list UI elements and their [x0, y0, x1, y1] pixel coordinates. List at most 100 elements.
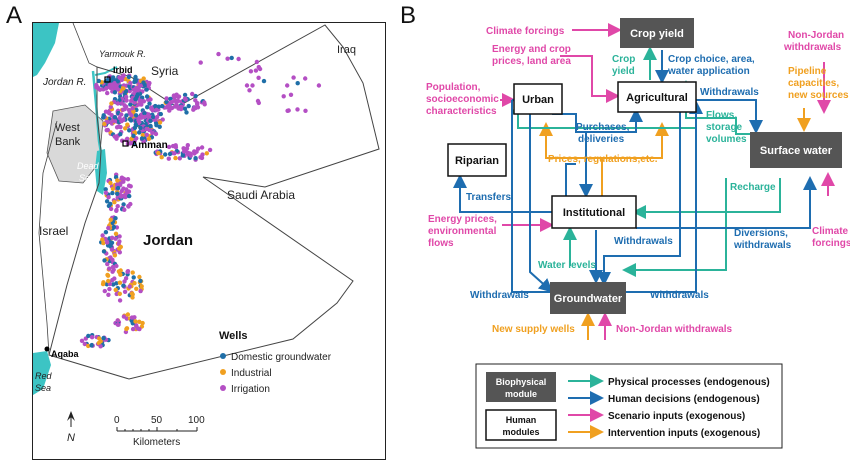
- label-population-3: characteristics: [426, 106, 497, 117]
- yarmouk-river: [94, 66, 118, 76]
- label-purchases-2: deliveries: [578, 134, 625, 145]
- node-institutional-label: Institutional: [563, 207, 625, 219]
- node-groundwater: Groundwater: [550, 282, 626, 314]
- well-dot: [125, 136, 130, 141]
- well-dot: [172, 104, 178, 109]
- well-dot: [109, 235, 115, 240]
- well-dot: [122, 289, 128, 294]
- well-dot: [113, 216, 118, 221]
- well-dot: [182, 106, 188, 111]
- well-dot: [112, 90, 118, 95]
- well-dot: [105, 261, 110, 267]
- well-dot: [115, 318, 120, 323]
- well-dot: [89, 343, 94, 348]
- well-dot: [108, 217, 113, 222]
- label-pipeline-1: Pipeline: [788, 66, 827, 77]
- label-crop-yield-1: Crop: [612, 54, 635, 65]
- well-dot: [136, 102, 142, 107]
- label-iraq: Iraq: [337, 44, 356, 56]
- israel-border: [38, 120, 58, 356]
- well-dot: [316, 83, 322, 88]
- well-dot: [153, 131, 159, 137]
- well-dot: [137, 130, 142, 135]
- legend-scenario-label: Scenario inputs (exogenous): [608, 411, 745, 422]
- well-dot: [118, 124, 123, 130]
- well-dot: [172, 151, 177, 156]
- label-non-jordan-top-1: Non-Jordan: [788, 30, 844, 41]
- label-energy-env-3: flows: [428, 238, 454, 249]
- well-dot: [100, 233, 105, 238]
- label-non-jordan-top-2: withdrawals: [783, 42, 842, 53]
- well-dot: [133, 79, 138, 84]
- well-dot: [100, 237, 105, 242]
- well-dot: [134, 85, 139, 91]
- label-flows-3: volumes: [706, 134, 747, 145]
- label-aqaba: Aqaba: [51, 349, 80, 359]
- node-urban-label: Urban: [522, 94, 554, 106]
- well-dot: [117, 98, 122, 103]
- well-dot: [112, 134, 118, 139]
- well-dot: [144, 94, 150, 99]
- well-dot: [101, 249, 107, 254]
- label-west-bank-2: Bank: [55, 136, 81, 148]
- well-dot: [139, 284, 144, 289]
- label-non-jordan-bottom: Non-Jordan withdrawals: [616, 324, 733, 335]
- legend-swatch-industrial: [220, 369, 226, 375]
- well-dot: [247, 88, 252, 93]
- well-dot: [118, 244, 124, 250]
- well-dot: [107, 266, 112, 271]
- panel-letter-b: B: [400, 2, 417, 29]
- well-dot: [124, 94, 129, 100]
- well-dot: [109, 101, 114, 106]
- well-dot: [104, 199, 110, 204]
- well-dot: [121, 202, 126, 207]
- well-dot: [173, 155, 178, 161]
- well-dot: [110, 257, 115, 262]
- well-dot: [121, 86, 126, 91]
- well-dot: [128, 102, 133, 107]
- well-dot: [121, 314, 127, 319]
- diagram-legend: Biophysical module Human modules Physica…: [475, 363, 783, 449]
- well-dot: [153, 103, 158, 109]
- well-dot: [121, 117, 126, 123]
- well-dot: [117, 291, 123, 296]
- well-dot: [119, 101, 125, 106]
- well-dot: [130, 270, 135, 275]
- legend-biophysical-swatch: [486, 372, 556, 402]
- label-crop-yield-2: yield: [612, 66, 635, 77]
- well-dot: [181, 146, 186, 151]
- well-dot: [182, 96, 188, 101]
- well-dot: [156, 150, 161, 156]
- wells-legend-title: Wells: [219, 330, 248, 342]
- label-climate-forcings-right-1: Climate: [812, 226, 849, 237]
- well-dot: [110, 269, 115, 274]
- label-israel: Israel: [39, 224, 68, 238]
- well-dot: [133, 113, 139, 118]
- well-dot: [185, 143, 190, 148]
- well-dot: [173, 145, 179, 150]
- scale-tick-50: 50: [151, 415, 163, 426]
- well-dot: [166, 156, 171, 161]
- node-crop-yield-label: Crop yield: [630, 28, 684, 40]
- well-dot: [130, 292, 135, 297]
- well-dot: [125, 177, 131, 182]
- well-dot: [141, 99, 147, 104]
- well-dot: [216, 51, 221, 57]
- label-energy-crop-1: Energy and crop: [492, 44, 571, 55]
- label-withdrawals-right: Withdrawals: [650, 290, 709, 301]
- well-dot: [124, 326, 130, 331]
- well-dot: [118, 272, 123, 277]
- label-recharge: Recharge: [730, 182, 776, 193]
- well-dot: [123, 126, 128, 131]
- well-dot: [154, 114, 160, 120]
- well-dot: [291, 75, 296, 80]
- well-dot: [102, 258, 107, 263]
- well-dot: [103, 190, 109, 195]
- scale-tick-100: 100: [188, 415, 205, 426]
- red-sea: [33, 351, 51, 395]
- well-dot: [112, 115, 118, 120]
- well-dot: [122, 106, 127, 112]
- well-dot: [113, 231, 119, 236]
- well-dot: [199, 145, 205, 150]
- node-surface-water-label: Surface water: [760, 145, 833, 157]
